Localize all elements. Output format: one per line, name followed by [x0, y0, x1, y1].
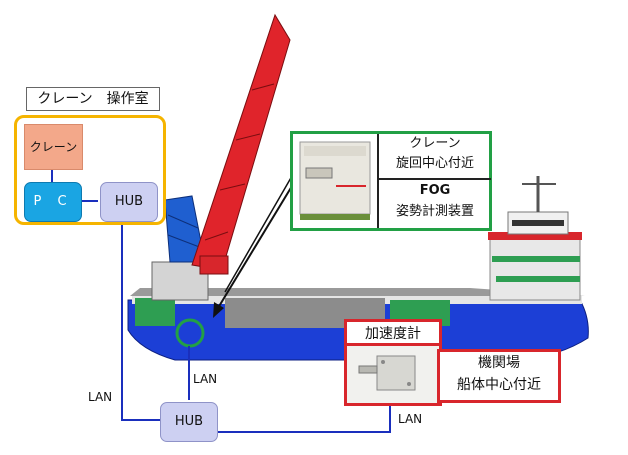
- operator-room-title: クレーン 操作室: [26, 87, 160, 111]
- pc-box: P C: [24, 182, 82, 222]
- accelerometer-location-box: 機関場 船体中心付近: [437, 349, 561, 403]
- crane-cab: [199, 255, 229, 275]
- superstructure-stripe-1: [488, 232, 582, 240]
- fog-device-label: FOG 姿勢計測装置: [377, 180, 491, 228]
- fog-device-line2: 姿勢計測装置: [395, 204, 474, 219]
- lan-left-label: LAN: [88, 390, 113, 404]
- crane-controller-box: クレーン: [24, 124, 83, 170]
- accelerometer-location-line2: 船体中心付近: [457, 377, 541, 393]
- superstructure-stripe-3: [496, 276, 580, 282]
- bridge-windows: [512, 220, 564, 226]
- deck-green-left: [135, 298, 175, 326]
- fog-location-line1: クレーン: [409, 136, 461, 151]
- fog-device-line1: FOG: [419, 183, 451, 198]
- lan-right-label: LAN: [398, 412, 423, 426]
- accelerometer-location-line1: 機関場: [478, 355, 520, 371]
- fog-pointer-line-2: [224, 175, 293, 293]
- lan-mid-label: LAN: [193, 372, 218, 386]
- lan-left-line: [121, 220, 160, 421]
- operator-hub-box: HUB: [100, 182, 158, 222]
- ship-deck: [130, 288, 585, 296]
- crane-red-boom: [191, 13, 291, 271]
- fog-device-photo: [299, 141, 371, 220]
- accelerometer-photo-frame: [344, 343, 442, 406]
- fog-location-label: クレーン 旋回中心付近: [377, 134, 491, 180]
- lan-right-line: [218, 403, 391, 433]
- superstructure-base: [489, 235, 581, 301]
- main-hub-box: HUB: [160, 402, 218, 442]
- fog-pointer-arrowhead: [213, 302, 224, 318]
- crane-pedestal: [151, 261, 209, 301]
- operator-room-frame: [14, 115, 166, 225]
- fog-location-line2: 旋回中心付近: [395, 156, 474, 171]
- accelerometer-photo: [347, 346, 439, 403]
- fog-pointer-line: [217, 185, 293, 309]
- superstructure-stripe-2: [492, 256, 580, 262]
